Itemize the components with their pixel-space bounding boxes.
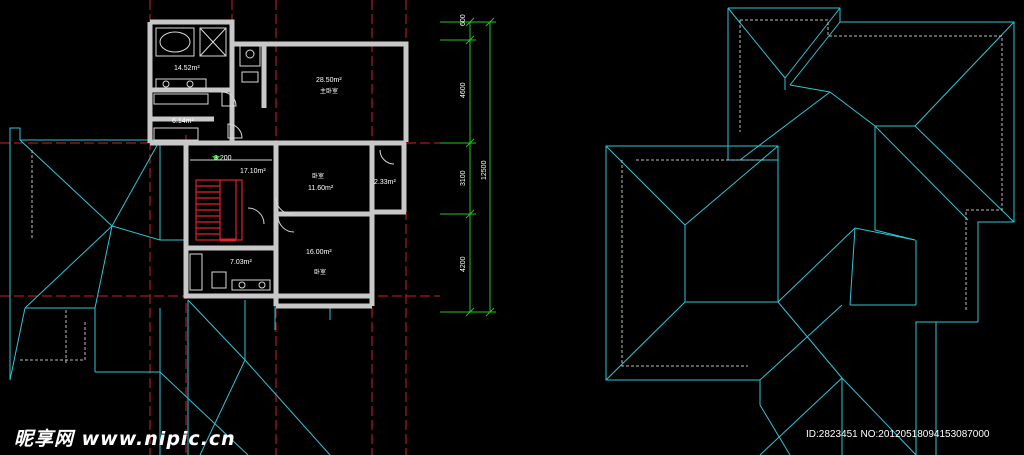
stair-level-label: 3.200 [214,155,232,162]
dim-4600: 4600 [460,82,467,98]
bed2-name-label: 卧室 [314,268,326,276]
level-marker [212,156,220,161]
dimension-lines [440,17,496,317]
roof-right [605,7,1015,455]
dim-600: 600 [460,14,467,26]
dim-3100: 3100 [460,170,467,186]
bath-area-label: 14.52m² [174,65,200,72]
balcony-area-label: 2.33m² [374,179,396,186]
roof-left [9,127,331,455]
bed1-area-label: 11.60m² [308,185,334,192]
master-name-label: 主卧室 [320,87,338,95]
roof-left-dashed [20,150,86,365]
master-area-label: 28.50m² [316,77,342,84]
bed1-name-label: 卧室 [312,172,324,180]
bed2-area-label: 16.00m² [306,249,332,256]
fixtures [153,27,395,291]
watermark-text: 昵享网 www.nipic.cn [14,428,236,450]
dim-4200: 4200 [460,256,467,272]
staircase [195,179,243,242]
dim-total: 12500 [481,160,488,180]
hall-area-label: 17.10m² [240,168,266,175]
roof-right-dashed [621,19,1003,367]
closet-area-label: 6.14m² [172,118,194,125]
image-id-text: ID:2823451 NO:20120518094153087000 [806,429,990,440]
wc-area-label: 7.03m² [230,259,252,266]
